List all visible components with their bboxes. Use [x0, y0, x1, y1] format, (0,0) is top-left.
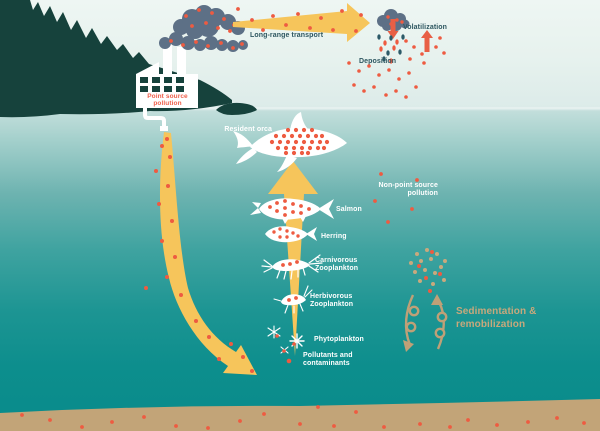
orca-pollutant-dots [269, 127, 330, 156]
discharge-pipe-icon [143, 106, 168, 131]
resident-orca-label: Resident orca [224, 126, 272, 133]
waterline-highlight [0, 107, 600, 110]
sedimentation-arrows-icon [403, 294, 448, 352]
factory-icon [136, 40, 198, 108]
nonpoint-pollutant-dots [373, 172, 419, 224]
carnivorous-zooplankton-icon [261, 254, 323, 280]
deposition-arrow-icon [387, 19, 399, 39]
smoke-cloud-icon [159, 5, 248, 52]
herbivorous-zooplankton-label: Herbivorous Zooplankton [310, 293, 354, 308]
herring-icon [265, 226, 317, 243]
smoke-pollutant-dots [169, 8, 244, 50]
rain-drops [377, 34, 405, 64]
salmon-label: Salmon [336, 206, 362, 213]
pollutants-contaminants-label: Pollutants and contaminants [303, 352, 353, 367]
discharge-stream-arrow-icon [159, 132, 257, 375]
pollutant-dot-icon [286, 358, 292, 364]
long-range-transport-label: Long-range transport [250, 32, 324, 39]
factory-windows [140, 77, 184, 92]
sediment-particle-dots [409, 248, 447, 293]
herring-label: Herring [321, 233, 347, 240]
long-range-arrow-icon [233, 3, 370, 42]
transport-pollutant-dots [236, 7, 363, 33]
seabed-pollutant-dots [20, 405, 586, 430]
stream-pollutant-dots [144, 137, 254, 373]
point-source-pollution-label: Point source pollution [147, 93, 188, 108]
deposition-label: Deposition [359, 58, 397, 65]
carnivorous-zooplankton-label: Carnivorous Zooplankton [315, 257, 359, 272]
herbivorous-zooplankton-icon [273, 285, 313, 314]
bioaccumulation-arrow-icon [268, 161, 318, 356]
non-point-source-label: Non-point source pollution [378, 182, 438, 197]
islet [216, 102, 257, 115]
sedimentation-remobilization-label: Sedimentation & remobilization [456, 306, 537, 330]
salmon-icon [250, 198, 334, 224]
phytoplankton-label: Phytoplankton [314, 336, 364, 343]
phytoplankton-icon [267, 325, 305, 354]
volatilization-arrow-icon [421, 30, 433, 52]
airborne-pollutant-dots [347, 36, 446, 99]
seabed [0, 399, 600, 431]
volatilization-label: Volatilization [403, 24, 448, 31]
